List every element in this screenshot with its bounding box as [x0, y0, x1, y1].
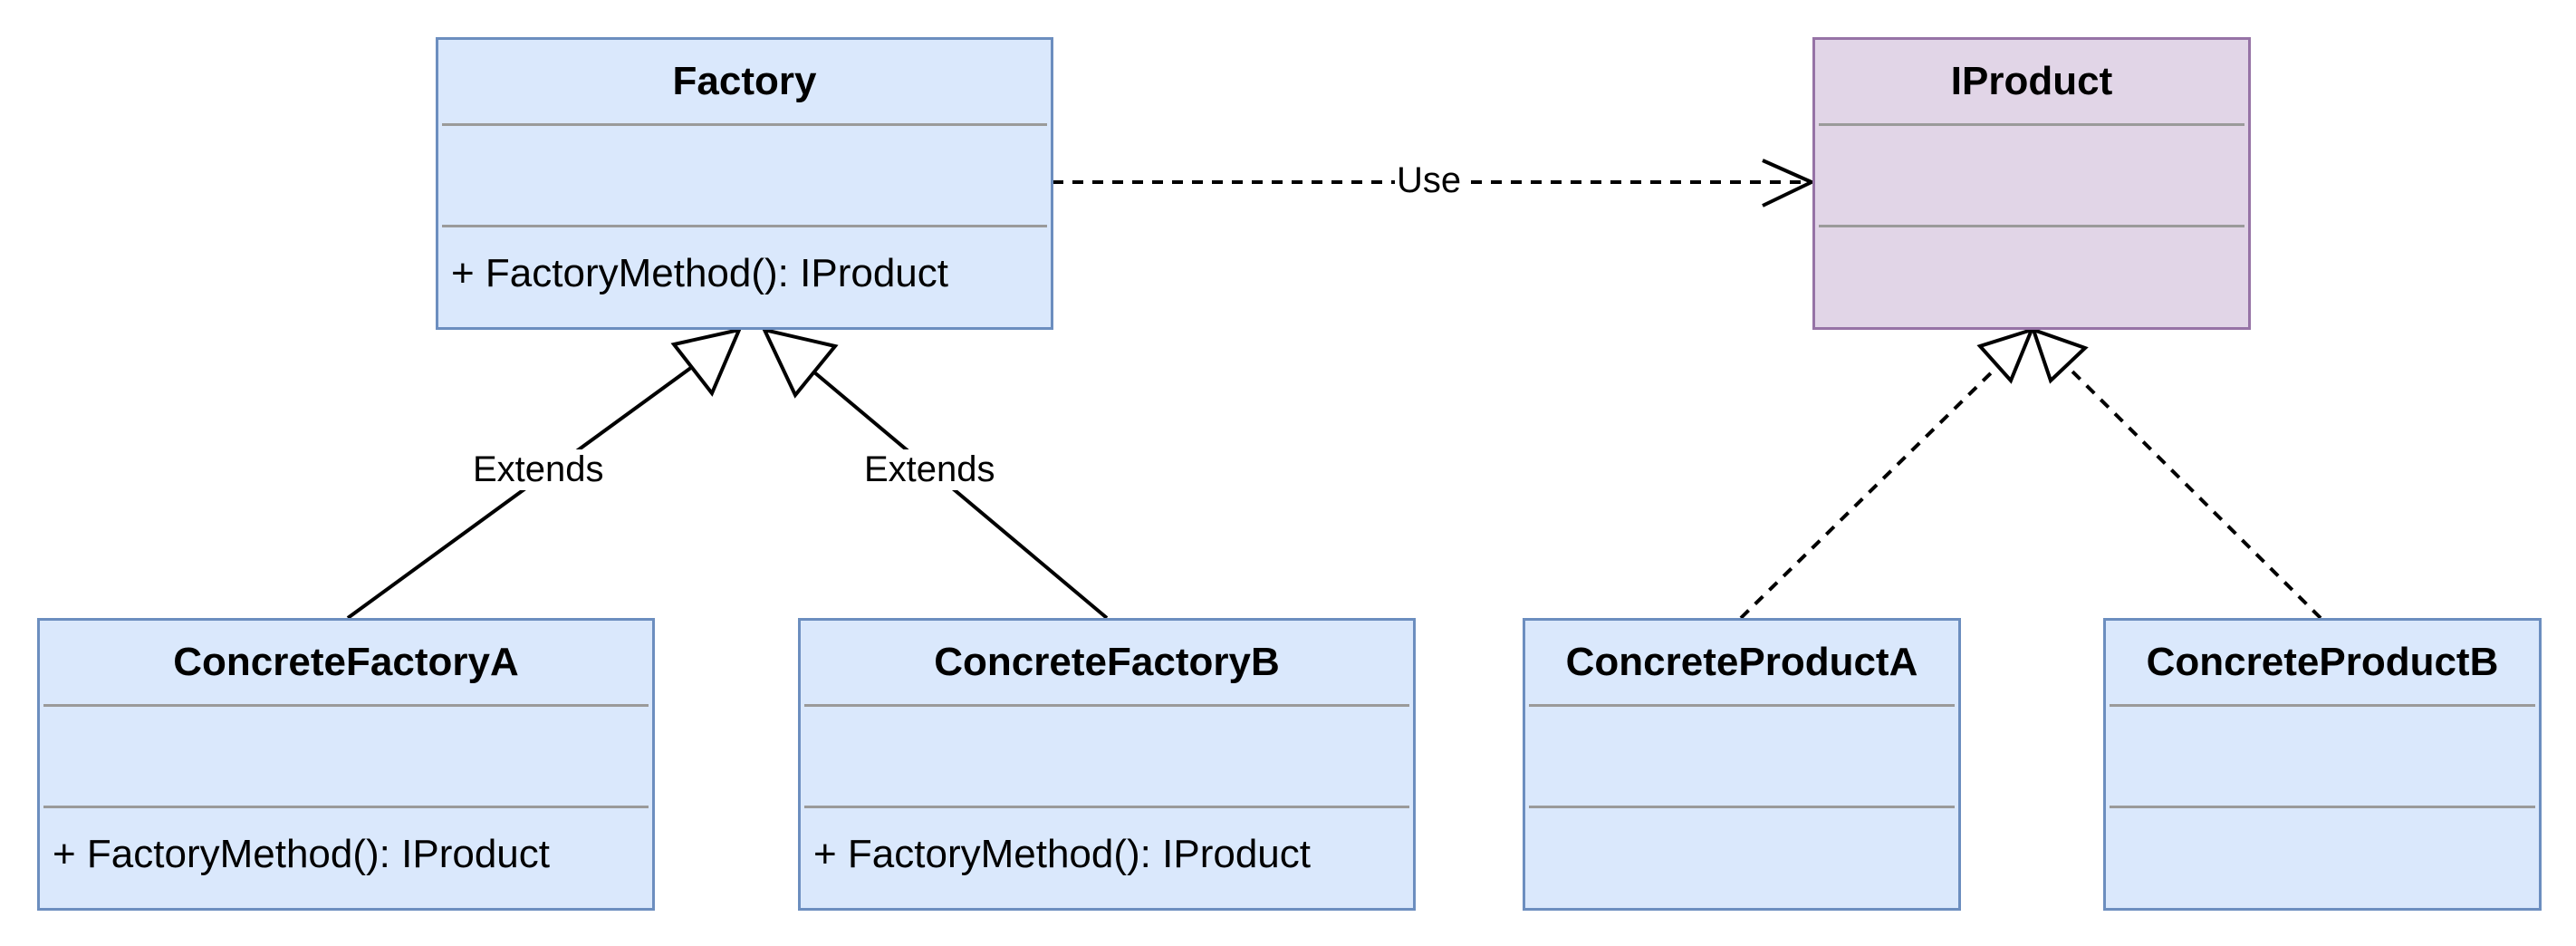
use-label: Use: [1395, 160, 1464, 201]
concrete-factory-b-class[interactable]: ConcreteFactoryB + FactoryMethod(): IPro…: [798, 618, 1416, 911]
concrete-factory-a-class[interactable]: ConcreteFactoryA + FactoryMethod(): IPro…: [37, 618, 655, 911]
attributes-divider: [2110, 704, 2535, 707]
attributes-divider: [442, 123, 1047, 126]
method-signature: + FactoryMethod(): IProduct: [451, 251, 948, 295]
concrete-product-b-class[interactable]: ConcreteProductB: [2103, 618, 2542, 911]
methods-divider: [43, 806, 649, 808]
realize-a-triangle: [1976, 326, 2035, 384]
use-open-arrowhead: [1762, 159, 1816, 208]
class-name: ConcreteProductA: [1565, 640, 1918, 684]
methods-divider: [442, 225, 1047, 227]
method-signature: + FactoryMethod(): IProduct: [813, 832, 1311, 876]
realize-a-line: [1739, 361, 2004, 620]
iproduct-interface[interactable]: IProduct: [1812, 37, 2251, 330]
methods-divider: [804, 806, 1409, 808]
attributes-divider: [804, 704, 1409, 707]
class-name: ConcreteFactoryB: [934, 640, 1280, 684]
attributes-divider: [1819, 123, 2244, 126]
class-name: Factory: [672, 59, 817, 103]
extends-label-a: Extends: [471, 449, 606, 490]
method-signature: + FactoryMethod(): IProduct: [53, 832, 550, 876]
extends-b-triangle: [761, 327, 839, 399]
realize-b-line: [2063, 362, 2322, 620]
attributes-divider: [43, 704, 649, 707]
concrete-product-a-class[interactable]: ConcreteProductA: [1523, 618, 1961, 911]
attributes-divider: [1529, 704, 1955, 707]
methods-divider: [1529, 806, 1955, 808]
factory-class[interactable]: Factory + FactoryMethod(): IProduct: [436, 37, 1053, 330]
class-name: ConcreteProductB: [2146, 640, 2499, 684]
methods-divider: [2110, 806, 2535, 808]
extends-label-b: Extends: [862, 449, 997, 490]
class-name: ConcreteFactoryA: [173, 640, 519, 684]
extends-a-triangle: [670, 327, 743, 397]
extends-b-line: [812, 370, 1109, 620]
realize-b-triangle: [2030, 326, 2089, 384]
class-name: IProduct: [1950, 59, 2113, 103]
methods-divider: [1819, 225, 2244, 227]
extends-a-line: [346, 365, 694, 620]
